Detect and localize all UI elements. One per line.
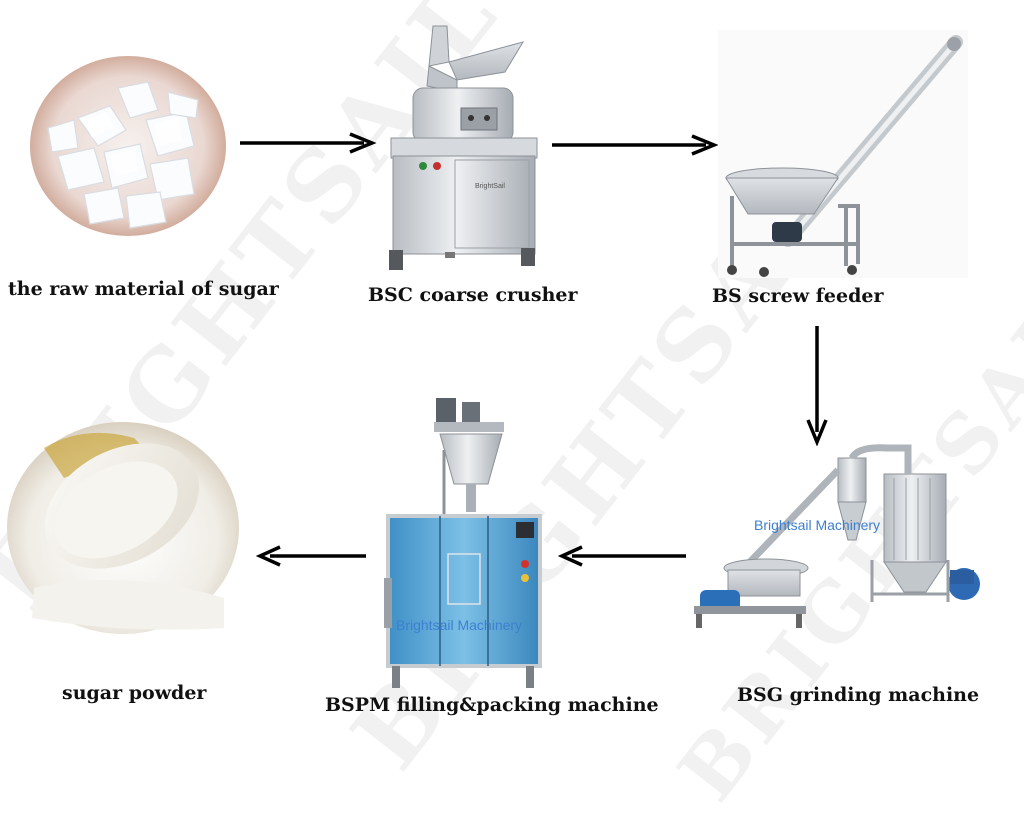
grinding-machine-image: Brightsail Machinery — [694, 444, 980, 628]
sugar-powder-image — [7, 422, 239, 634]
step-label-raw-material: the raw material of sugar — [8, 278, 279, 300]
coarse-crusher-image: BrightSail — [389, 25, 538, 270]
flow-arrow-6 — [256, 545, 366, 567]
flow-arrow-3 — [806, 326, 828, 446]
crusher-brand-plate: BrightSail — [475, 183, 505, 190]
packer-brand-watermark: Brightsail Machinery — [396, 617, 522, 633]
screw-feeder-image — [718, 30, 968, 278]
step-label-packing-machine: BSPM filling&packing machine — [325, 694, 659, 716]
packing-machine-image: Brightsail Machinery — [384, 398, 542, 688]
flow-arrow-5 — [558, 545, 686, 567]
flow-arrow-2 — [552, 134, 719, 156]
step-label-sugar-powder: sugar powder — [62, 682, 207, 704]
flow-arrow-1 — [240, 132, 377, 154]
grinder-brand-watermark: Brightsail Machinery — [754, 517, 880, 533]
step-label-screw-feeder: BS screw feeder — [712, 285, 884, 307]
raw-sugar-image — [30, 56, 226, 236]
step-label-grinding-machine: BSG grinding machine — [737, 684, 980, 706]
step-label-coarse-crusher: BSC coarse crusher — [368, 284, 578, 306]
